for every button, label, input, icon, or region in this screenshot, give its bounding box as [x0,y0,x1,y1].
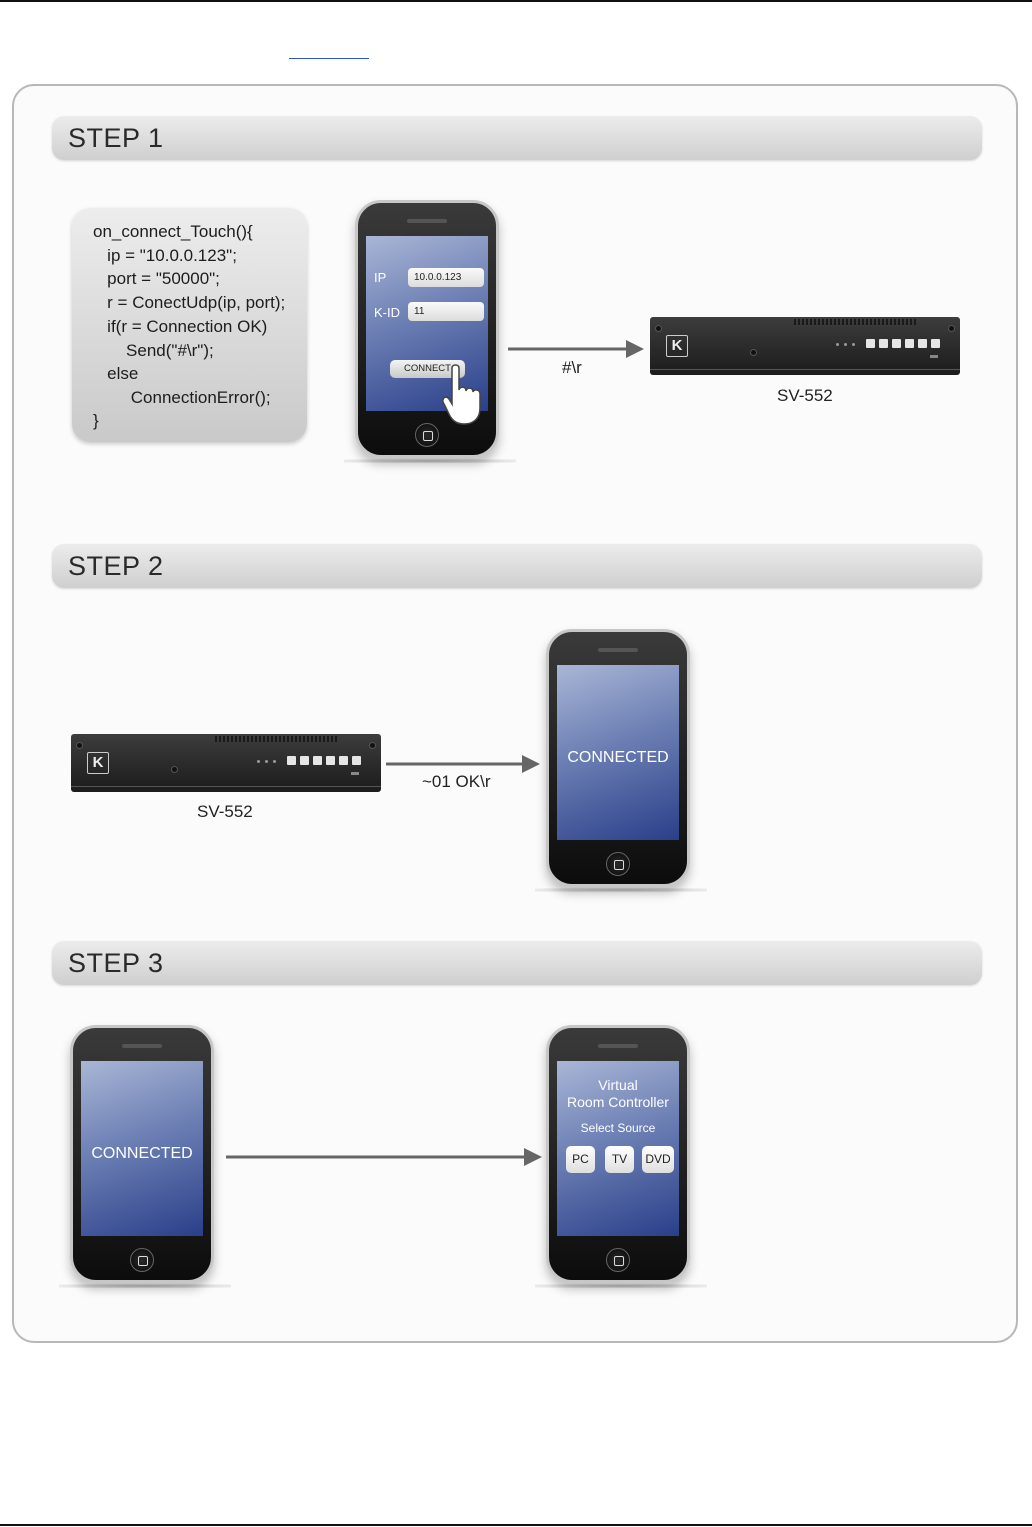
device-button [905,339,914,348]
home-button-icon [415,423,439,447]
vrc-title-line1: Virtual [598,1077,638,1093]
step-3-header: STEP 3 [52,941,982,985]
device-button [287,756,296,765]
phone-shadow [59,1284,231,1288]
phone-speaker [598,648,638,652]
phone-speaker [407,219,447,223]
device-label: SV-552 [197,802,253,821]
sv-552-device: K [71,734,381,792]
phone-screen: CONNECTED [81,1061,203,1236]
home-button-icon [606,1248,630,1272]
code-line: } [93,411,99,430]
code-line: r = ConectUdp(ip, port); [93,293,286,312]
code-line: ConnectionError(); [93,388,271,407]
home-button-icon [130,1248,154,1272]
device-button [918,339,927,348]
code-line: if(r = Connection OK) [93,317,268,336]
hand-pointer-icon [442,364,481,425]
device-button [339,756,348,765]
vrc-subtitle: Select Source [580,1121,656,1135]
step-3-title: STEP 3 [68,948,164,978]
code-line: Send("#\r"); [93,341,214,360]
step-2-arrow [386,755,540,773]
connected-status: CONNECTED [91,1145,193,1162]
source-button-tv[interactable]: TV [605,1146,634,1173]
ip-label: IP [374,270,387,285]
header-link[interactable] [289,48,369,59]
device-button [326,756,335,765]
phone-connected: CONNECTED [59,1025,231,1288]
home-button-icon [606,852,630,876]
kid-label: K-ID [374,305,400,320]
device-vents [215,729,339,742]
source-button-dvd[interactable]: DVD [642,1146,674,1173]
phone-shadow [535,888,707,892]
bottom-rule [0,1524,1032,1526]
step-1-title: STEP 1 [68,123,164,153]
step-3-arrow [226,1148,542,1166]
ip-field[interactable]: 10.0.0.123 [408,268,484,287]
code-line: else [93,364,139,383]
phone-speaker [598,1044,638,1048]
step-1-arrow-label: #\r [562,358,582,377]
phone-shadow [344,459,516,463]
device-button [313,756,322,765]
phone-speaker [122,1044,162,1048]
device-button [892,339,901,348]
sv-552-device: K [650,317,960,375]
step-2-arrow-label: ~01 OK\r [422,772,491,791]
device-button [352,756,361,765]
top-rule [0,0,1032,2]
device-label: SV-552 [777,386,833,405]
phone-login: IP 10.0.0.123 K-ID 11 CONNECT [344,200,516,463]
source-button-pc[interactable]: PC [566,1146,595,1173]
step-2-title: STEP 2 [68,551,164,581]
device-button [866,339,875,348]
device-vents [794,312,918,325]
device-button [931,339,940,348]
connect-button[interactable]: CONNECT [390,360,465,378]
step-1-header: STEP 1 [52,116,982,160]
connected-status: CONNECTED [567,749,669,766]
kid-field[interactable]: 11 [408,302,484,321]
kramer-logo: K [666,335,688,357]
code-line: on_connect_Touch(){ [93,222,253,241]
phone-connected: CONNECTED [535,629,707,892]
phone-screen: CONNECTED [557,665,679,840]
vrc-title-line2: Room Controller [567,1094,669,1110]
code-line: port = "50000"; [93,269,220,288]
phone-screen: IP 10.0.0.123 K-ID 11 CONNECT [366,236,488,425]
step-2-header: STEP 2 [52,544,982,588]
kramer-logo: K [87,752,109,774]
code-line: ip = "10.0.0.123"; [93,246,237,265]
code-block: on_connect_Touch(){ ip = "10.0.0.123"; p… [72,208,307,442]
device-button [300,756,309,765]
step-1-arrow [508,340,644,358]
device-button [879,339,888,348]
phone-shadow [535,1284,707,1288]
